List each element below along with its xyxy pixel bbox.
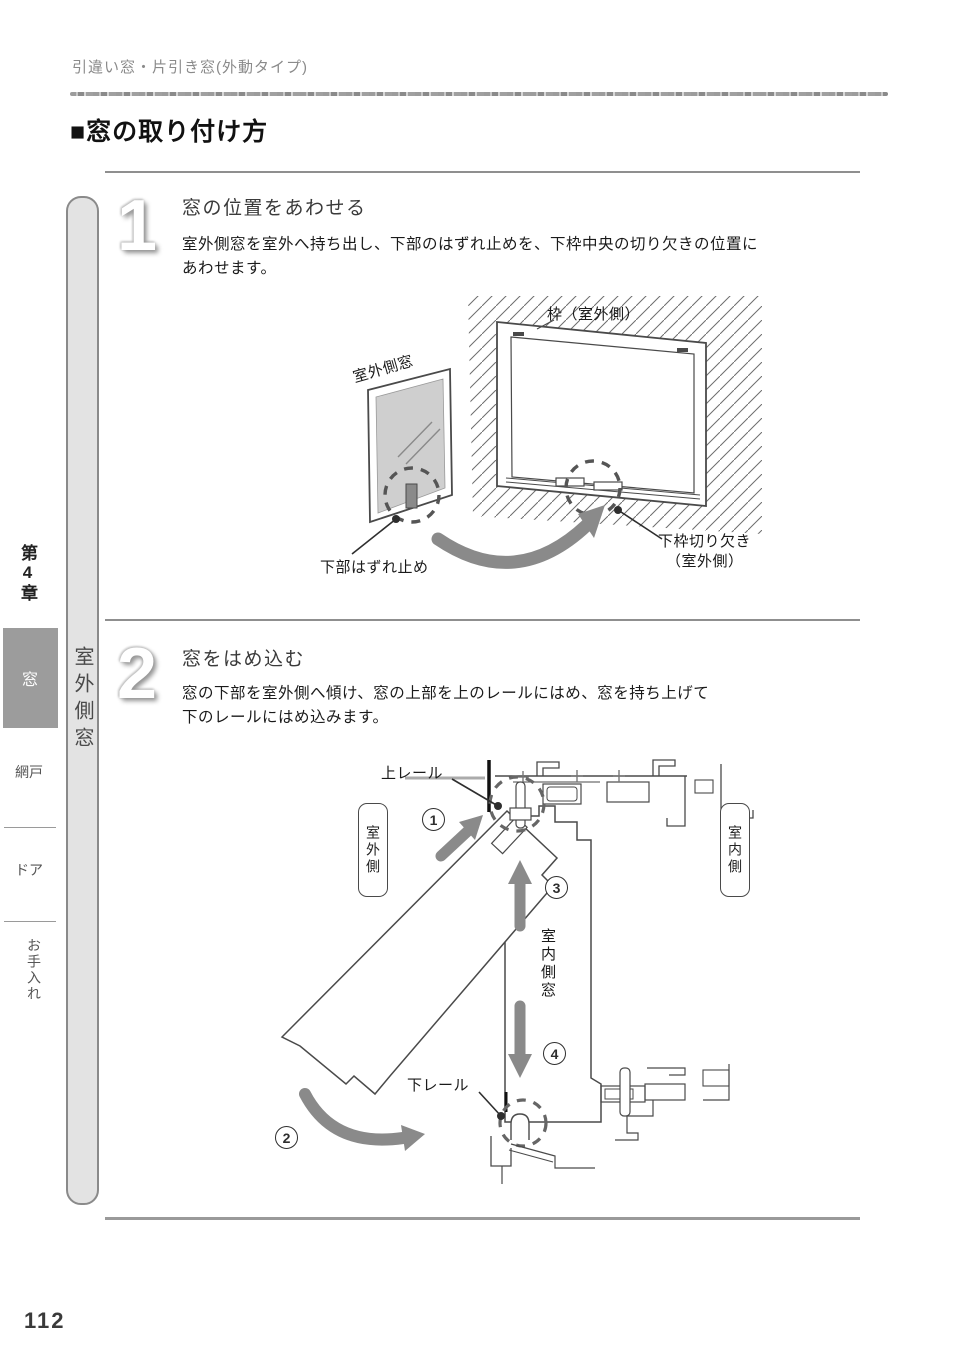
diagram-1-art xyxy=(351,296,762,569)
stopper-label: 下部はずれ止め xyxy=(320,559,429,576)
frame-label: 枠（室外側） xyxy=(547,306,641,323)
sidebar-item-window-active: 窓 xyxy=(3,628,58,728)
highlight-circle-stopper xyxy=(383,466,441,524)
sidebar-divider xyxy=(4,827,56,828)
sidebar-item-care: お手入れ xyxy=(26,938,42,1002)
edge-tab-label: 室外側窓 xyxy=(71,646,93,754)
sidebar-item-screen: 網戸 xyxy=(15,764,43,780)
step-marker-3: 3 xyxy=(545,876,568,899)
indoor-side-box: 室内側 xyxy=(720,803,750,897)
frame-opening xyxy=(510,336,695,494)
tilted-window-panel xyxy=(280,809,559,1096)
section-rule-middle xyxy=(105,619,860,621)
sidebar-item-label: 窓 xyxy=(21,672,39,689)
plus-marks xyxy=(517,770,625,783)
highlight-circle-lower xyxy=(498,1098,548,1148)
step-1-body-line1: 室外側窓を室外へ持ち出し、下部のはずれ止めを、下枠中央の切り欠きの位置に xyxy=(182,236,759,253)
sill-cutout-left xyxy=(555,477,585,487)
indoor-window-label: 室内側窓 xyxy=(539,928,556,1000)
step-marker-1: 1 xyxy=(422,808,445,831)
edge-tab-capsule: 室外側窓 xyxy=(66,196,99,1205)
diagram-insert-window: 上レール 下レール 室外側 室内側 室内側窓 1 2 3 4 xyxy=(255,748,790,1203)
header-rule xyxy=(70,92,888,96)
top-pin xyxy=(515,781,526,829)
sidebar-divider xyxy=(4,921,56,922)
step-marker-2: 2 xyxy=(275,1126,298,1149)
step-1-body-line2: あわせます。 xyxy=(182,260,277,278)
step-marker-4: 4 xyxy=(543,1042,566,1065)
lower-rail xyxy=(510,1113,530,1140)
cutout-label-line2: （室外側） xyxy=(666,553,744,570)
section-rule-bottom xyxy=(105,1217,860,1220)
step-1-body: 室外側窓を室外へ持ち出し、下部のはずれ止めを、下枠中央の切り欠きの位置に あわせ… xyxy=(182,233,758,281)
diagram-position-window: 枠（室外側） 室外側窓 下部はずれ止め 下枠切り欠き （室外側） xyxy=(300,292,790,610)
running-header: 引違い窓・片引き窓(外動タイプ) xyxy=(72,59,308,76)
upper-rail-label: 上レール xyxy=(381,765,444,782)
step-1-heading: 窓の位置をあわせる xyxy=(182,198,367,219)
cutout-label-line1: 下枠切り欠き xyxy=(658,533,752,550)
outdoor-side-box: 室外側 xyxy=(358,803,388,897)
step-2-body: 窓の下部を室外側へ傾け、窓の上部を上のレールにはめ、窓を持ち上げて 下のレールに… xyxy=(182,682,709,730)
step-2-heading: 窓をはめ込む xyxy=(182,649,306,670)
bottom-stopper xyxy=(405,483,418,509)
page-number: 112 xyxy=(24,1308,66,1333)
step-2-number: 2 xyxy=(116,634,158,714)
step-2-body-line2: 下のレールにはめ込みます。 xyxy=(182,709,389,727)
lower-rail-label: 下レール xyxy=(407,1077,470,1094)
sidebar-item-door: ドア xyxy=(15,862,43,878)
section-rule-top xyxy=(105,171,860,173)
sidebar-chapter-label: 第4章 xyxy=(18,544,37,603)
arrow-1 xyxy=(435,824,475,862)
step-2-body-line1: 窓の下部を室外側へ傾け、窓の上部を上のレールにはめ、窓を持ち上げて xyxy=(182,685,710,702)
step-1-number: 1 xyxy=(116,186,158,266)
page-title: ■窓の取り付け方 xyxy=(70,118,269,146)
arrow-2 xyxy=(299,1088,409,1146)
diagram-2-art xyxy=(280,759,754,1184)
highlight-circle-upper xyxy=(488,775,546,833)
sill-cutout-right xyxy=(593,481,623,491)
motion-arrowhead xyxy=(578,505,605,538)
glass xyxy=(375,378,446,514)
motion-arrow xyxy=(431,518,594,569)
